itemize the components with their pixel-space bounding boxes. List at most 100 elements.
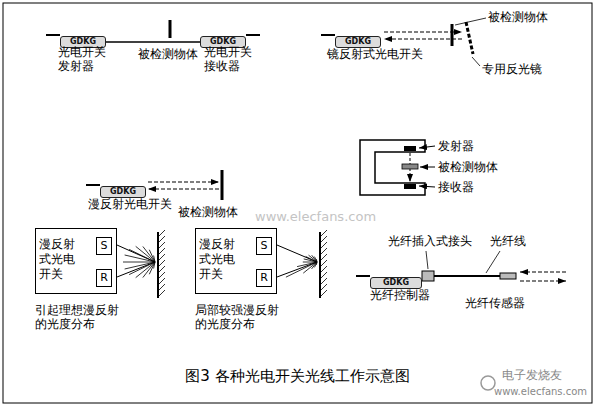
hatch-line xyxy=(159,290,165,296)
model-label: GDKG xyxy=(100,186,146,198)
hatch-line xyxy=(159,260,165,266)
light-beam xyxy=(148,188,219,189)
hatch-line xyxy=(321,266,327,272)
part-name: 漫反射式光电开关 xyxy=(199,237,237,282)
element-label: R xyxy=(257,270,271,286)
light-ray xyxy=(277,245,317,262)
part-label: 光纤插入式接头 xyxy=(388,234,472,248)
light-beam xyxy=(520,271,566,272)
hatch-line xyxy=(321,230,327,236)
element-box: S xyxy=(256,237,272,255)
receiver-element xyxy=(404,184,416,189)
reflecting-surface xyxy=(157,232,159,298)
fiber-cable xyxy=(434,275,500,277)
part-label: 发射器 xyxy=(438,139,474,153)
detected-object xyxy=(451,24,454,46)
pointer-arrow xyxy=(419,186,435,187)
watermark: www.elecfans.com xyxy=(494,385,587,399)
hatch-line xyxy=(159,236,165,242)
slot-housing xyxy=(360,140,425,195)
light-ray xyxy=(316,259,318,262)
part-label: 引起理想漫反射的光度分布 xyxy=(35,303,123,331)
sensor-unit: GDKG镜反射式光电开关 xyxy=(335,29,381,48)
leader-line xyxy=(455,18,486,25)
leader-line xyxy=(486,251,500,273)
hatch-line xyxy=(159,272,165,278)
hatch-line xyxy=(159,254,165,260)
hatch-line xyxy=(159,248,165,254)
element-label: S xyxy=(257,238,271,254)
part-label: 被检测物体 xyxy=(178,205,238,219)
leader-line xyxy=(472,57,480,66)
hatch-line xyxy=(321,248,327,254)
sensor-unit: GDKG光电开关 发射器 xyxy=(60,29,106,48)
part-label: 被检测物体 xyxy=(138,47,198,61)
part-label: 局部较强漫反射的光度分布 xyxy=(195,303,283,331)
figure-frame xyxy=(3,3,592,403)
part-name: 光电开关 接收器 xyxy=(204,45,254,73)
hatch-line xyxy=(321,260,327,266)
hatch-line xyxy=(321,272,327,278)
reflecting-surface xyxy=(319,232,321,298)
light-ray xyxy=(149,250,155,262)
element-box: R xyxy=(256,269,272,287)
hatch-line xyxy=(321,278,327,284)
cable xyxy=(356,275,370,277)
light-beam xyxy=(384,31,462,32)
part-label: 被检测物体 xyxy=(438,160,498,174)
fiber-plug xyxy=(422,271,434,281)
light-ray xyxy=(154,255,155,262)
detected-object xyxy=(221,170,224,200)
light-ray xyxy=(312,255,317,262)
sensor-box: 漫反射式光电开关SR xyxy=(35,228,117,294)
hatch-line xyxy=(159,230,165,236)
logo-icon xyxy=(481,376,495,390)
sensor-unit: GDKG光纤控制器 xyxy=(370,270,422,289)
light-beam xyxy=(384,38,462,39)
hatch-line xyxy=(159,284,165,290)
detected-object xyxy=(169,20,172,38)
element-box: R xyxy=(96,269,112,287)
light-beam xyxy=(148,181,219,182)
element-box: S xyxy=(96,237,112,255)
sensor-box: 漫反射式光电开关 SR xyxy=(195,228,277,294)
hatch-line xyxy=(159,278,165,284)
reflector-mirror xyxy=(466,22,473,54)
figure-caption: 图3 各种光电开关光线工作示意图 xyxy=(0,367,595,385)
detected-object xyxy=(402,164,418,169)
part-label: 光纤传感器 xyxy=(465,296,525,310)
part-name: 镜反射式光电开关 xyxy=(327,47,423,61)
light-ray xyxy=(143,246,155,262)
logo-text: 电子发烧友 xyxy=(502,368,562,382)
sensor-unit: GDKG漫反射光电开关 xyxy=(100,179,146,198)
model-label: GDKG xyxy=(335,36,381,48)
hatch-line xyxy=(321,290,327,296)
part-name: 漫反射光电开关 xyxy=(88,197,172,211)
light-ray xyxy=(117,245,155,262)
light-ray xyxy=(125,262,155,269)
fiber-sensor xyxy=(500,273,516,279)
leader-line xyxy=(426,251,428,269)
part-label: 光纤线 xyxy=(490,234,526,248)
part-name: 光纤控制器 xyxy=(370,288,430,302)
light-ray xyxy=(123,262,155,263)
element-label: R xyxy=(97,270,111,286)
light-ray xyxy=(117,262,155,277)
light-beam xyxy=(106,41,200,43)
pointer-arrow xyxy=(420,167,435,168)
part-name: 光电开关 发射器 xyxy=(58,45,108,73)
pointer-arrow xyxy=(419,146,435,148)
hatch-line xyxy=(321,284,327,290)
part-label: 接收器 xyxy=(438,180,474,194)
hatch-line xyxy=(321,236,327,242)
hatch-line xyxy=(321,254,327,260)
hatch-line xyxy=(159,242,165,248)
light-ray xyxy=(297,262,317,267)
part-label: 专用反光镜 xyxy=(482,62,542,76)
light-distribution xyxy=(269,230,327,298)
cable xyxy=(246,34,260,36)
cable xyxy=(86,184,100,186)
light-distribution xyxy=(109,230,165,298)
light-ray xyxy=(277,262,317,277)
